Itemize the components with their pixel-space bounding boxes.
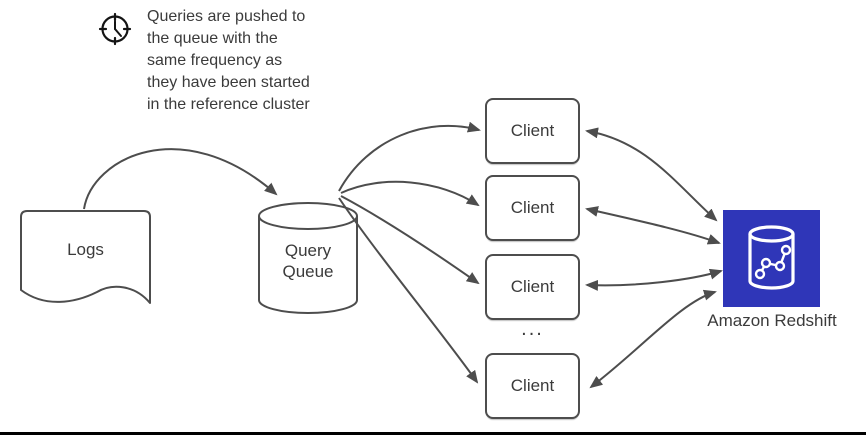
queue-node-top	[258, 202, 358, 230]
arrow-queue-to-client-4	[338, 197, 479, 384]
arrow-queue-to-client-1	[338, 121, 481, 192]
arrow-client-2-redshift	[585, 206, 721, 245]
logs-node-label: Logs	[67, 240, 104, 259]
arrow-client-4-redshift	[589, 289, 717, 389]
arrow-client-3-redshift	[585, 268, 723, 291]
client-node-4: Client	[485, 353, 580, 419]
client-node-label: Client	[510, 277, 555, 296]
arrow-logs-to-queue	[83, 148, 278, 210]
queue-node-label: Query Queue	[282, 241, 334, 281]
client-node-1: Client	[485, 98, 580, 164]
arrow-client-1-redshift	[585, 127, 718, 222]
arrow-queue-to-client-3	[340, 195, 480, 285]
arrow-queue-to-client-2	[340, 180, 480, 207]
client-node-2: Client	[485, 175, 580, 241]
client-node-label: Client	[510, 198, 555, 217]
client-node-label: Client	[510, 376, 555, 395]
logs-node-shape	[20, 210, 151, 304]
note-text: Queries are pushed to the queue with the…	[147, 8, 310, 113]
clock-icon	[98, 12, 132, 46]
queue-node-shape	[258, 216, 358, 314]
client-node-label: Client	[510, 121, 555, 140]
bottom-rule	[0, 432, 866, 435]
redshift-node	[723, 210, 820, 307]
clients-ellipsis: ...	[521, 318, 544, 340]
redshift-node-label: Amazon Redshift	[707, 311, 837, 330]
client-node-3: Client	[485, 254, 580, 320]
redshift-database-icon	[748, 225, 795, 290]
